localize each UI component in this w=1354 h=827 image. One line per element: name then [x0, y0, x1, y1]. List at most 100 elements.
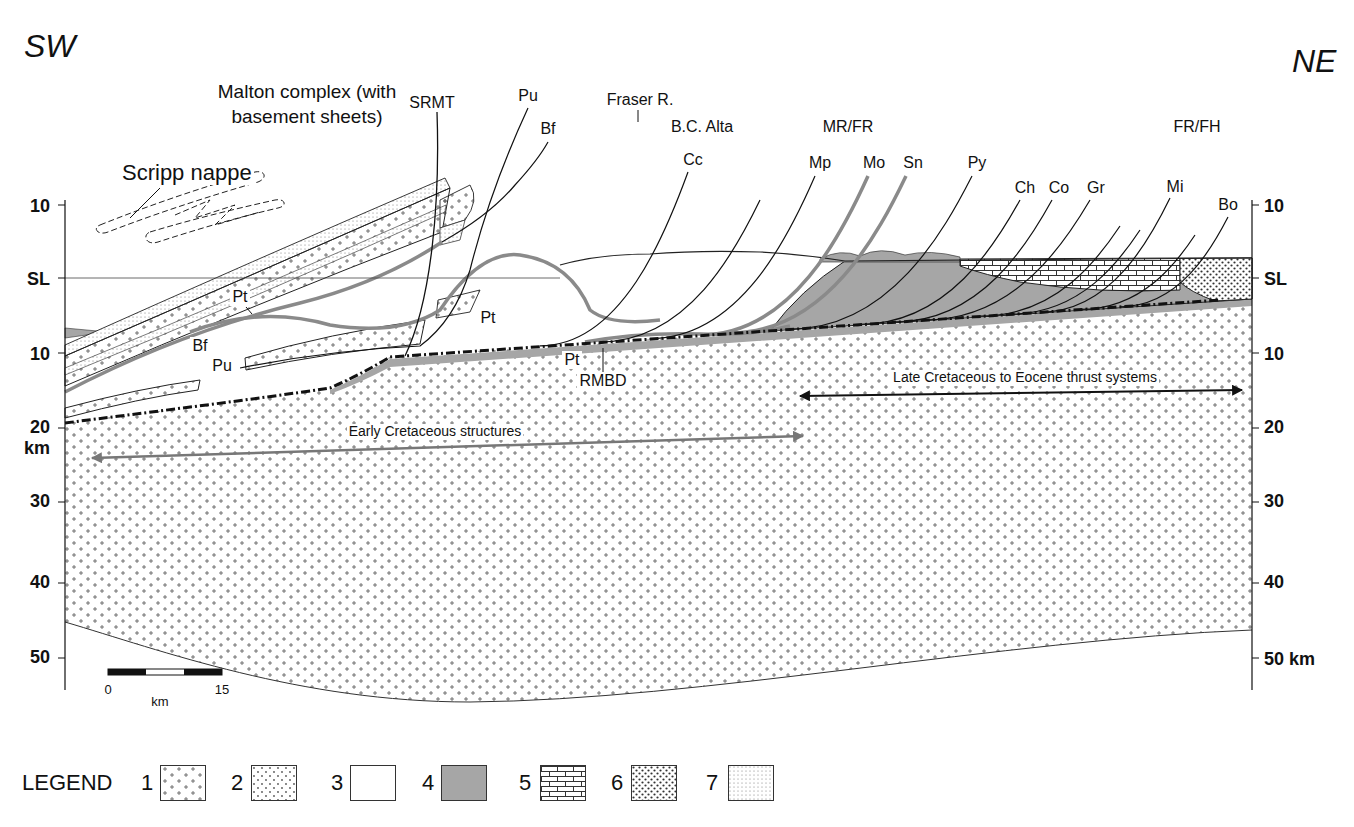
scale-label: 0 [102, 683, 113, 697]
legend-number: 6 [611, 771, 623, 795]
fault-label: Pu [210, 357, 234, 375]
thrust-fault [790, 176, 972, 329]
scale-bar [184, 669, 222, 675]
thrust-fault [980, 226, 1120, 316]
legend-pattern [632, 766, 676, 800]
unit-label: km [22, 439, 52, 459]
fault-label: Pu [516, 87, 540, 105]
legend-pattern [161, 766, 205, 800]
scale-label: km [149, 695, 170, 709]
fault-label: Mp [807, 154, 833, 172]
range-label: MR/FR [821, 118, 876, 136]
depth-label: 10 [1262, 345, 1286, 365]
fault-label: Co [1047, 179, 1071, 197]
basal-detachment [65, 300, 1220, 423]
fault-label: SRMT [407, 94, 456, 112]
thrust-fault [1040, 198, 1170, 312]
basement-sheet [65, 188, 450, 386]
fault-label: Sn [901, 154, 925, 172]
range-label: Early Cretaceous structures [347, 424, 524, 439]
depth-label: 10 [28, 197, 52, 217]
depth-axis [1252, 200, 1259, 690]
thrust-fault [700, 176, 868, 335]
depth-label: 20 [1262, 418, 1286, 438]
detachment-label: RMBD [577, 372, 628, 390]
legend-pattern [729, 766, 773, 800]
topography [560, 251, 1252, 265]
thrust-fault [860, 200, 1020, 324]
basement [65, 298, 1252, 702]
horizon-label: Pt [478, 309, 497, 327]
legend-swatch [728, 765, 774, 801]
thrust-fault [442, 142, 548, 242]
legend-pattern [541, 766, 585, 800]
depth-axis [58, 200, 65, 690]
fault-label: Bf [538, 120, 557, 138]
clastic-unit [1180, 258, 1252, 301]
thrust-group [540, 172, 1228, 346]
legend-swatch [251, 765, 297, 801]
fault-label: Py [966, 154, 989, 172]
river-label: Fraser R. [605, 91, 676, 109]
sediment-wedge [770, 258, 1252, 331]
legend-pattern [729, 766, 773, 800]
sea-level [65, 278, 560, 279]
legend-pattern [252, 766, 296, 800]
fault-label: Bf [190, 337, 209, 355]
depth-label: SL [25, 270, 52, 290]
scale-bar [108, 669, 146, 675]
thrust-fault [650, 176, 815, 338]
thrust-fault [730, 176, 906, 333]
depth-label: 30 [28, 492, 52, 512]
fault-label: Gr [1085, 179, 1107, 197]
leader-line [130, 110, 638, 372]
fault-label: Cc [681, 151, 705, 169]
depth-label: 10 [28, 345, 52, 365]
basement-sheet [65, 380, 200, 418]
fault-label: Mi [1165, 178, 1186, 196]
legend-number: 4 [422, 771, 434, 795]
basement-sheet [440, 185, 474, 228]
depth-label: 10 [1262, 197, 1286, 217]
depth-label: 50 km [1262, 650, 1317, 670]
border-label: B.C. Alta [669, 118, 735, 136]
complex-label: Malton complex (with basement sheets) [205, 80, 409, 129]
thrust-fault [895, 200, 1052, 322]
horizon-label: Pt [230, 288, 249, 306]
legend-swatch [350, 765, 396, 801]
thrust-fault [540, 172, 688, 346]
scale-label: 15 [213, 683, 231, 697]
legend-heading: LEGEND [20, 771, 114, 795]
fault-label: Bo [1216, 196, 1240, 214]
legend-pattern [541, 766, 585, 800]
depth-label: 40 [28, 573, 52, 593]
range-label: Late Cretaceous to Eocene thrust systems [891, 370, 1159, 385]
depth-label: 50 [28, 648, 52, 668]
thrust-fault [240, 108, 528, 368]
thrust-fault [600, 200, 760, 342]
legend-number: 7 [706, 771, 718, 795]
range-label: FR/FH [1171, 118, 1222, 136]
carbonate-unit [960, 258, 1180, 291]
direction-label: SW [22, 29, 78, 64]
legend-swatch [631, 765, 677, 801]
horizon-label: Pt [562, 351, 581, 369]
fault-label: Ch [1013, 179, 1037, 197]
thrust-fault [1120, 217, 1228, 307]
legend-pattern [161, 766, 205, 800]
legend-number: 5 [519, 771, 531, 795]
legend-number: 3 [331, 771, 343, 795]
depth-label: 20 [28, 418, 52, 438]
range-arrow [800, 390, 1242, 396]
legend-number: 2 [231, 771, 243, 795]
direction-label: NE [1290, 44, 1338, 79]
depth-label: 40 [1262, 573, 1286, 593]
legend-swatch [160, 765, 206, 801]
legend-number: 1 [141, 771, 153, 795]
fault-label: Mo [861, 154, 887, 172]
fine-sediment-band [65, 205, 446, 375]
thrust-fault [405, 112, 438, 356]
nappe-label: Scripp nappe [120, 161, 254, 185]
